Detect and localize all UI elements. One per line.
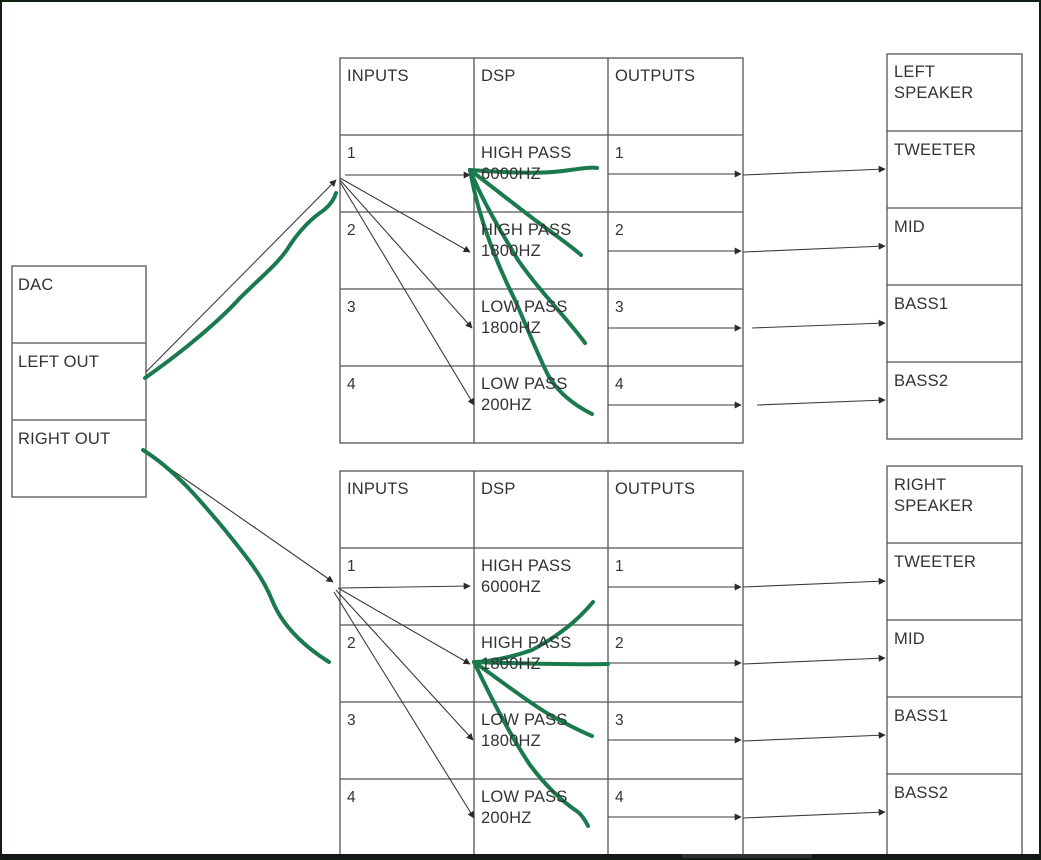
dsp2-header-inputs: INPUTS [347,480,409,498]
fanout-arrows-left [339,171,475,406]
speaker-arrows-left [742,165,886,406]
dsp2-input-1: 1 [347,558,356,575]
output-arrows-right [608,583,742,821]
speaker-arrows-right [742,577,886,819]
dsp2-input-2: 2 [347,635,356,652]
right-speaker-bass2: BASS2 [894,784,949,802]
dac-box [11,265,147,498]
dsp2-filter-4: LOW PASS 200HZ [481,788,568,827]
left-speaker-bass1: BASS1 [894,295,949,313]
dsp2-header-outputs: OUTPUTS [615,480,696,498]
dsp1-header-inputs: INPUTS [347,67,409,85]
dsp1-filter-1: HIGH PASS 6000HZ [481,144,572,183]
dsp1-output-2: 2 [615,222,624,239]
green-annotation-strokes [141,165,610,828]
dsp2-output-3: 3 [615,712,624,729]
right-speaker-box [886,465,1023,860]
dsp2-filter-2: HIGH PASS 1800HZ [481,634,572,673]
dsp1-input-1: 1 [347,145,356,162]
dsp1-header-dsp: DSP [481,67,516,85]
dsp1-filter-2: HIGH PASS 1800HZ [481,221,572,260]
dsp1-input-3: 3 [347,299,356,316]
right-speaker-tweeter: TWEETER [894,553,977,571]
right-speaker-title: RIGHT SPEAKER [894,476,974,515]
left-speaker-mid: MID [894,218,925,236]
output-arrows-left [608,170,742,409]
left-speaker-bass2: BASS2 [894,372,949,390]
right-speaker-bass1: BASS1 [894,707,949,725]
dsp2-filter-3: LOW PASS 1800HZ [481,711,568,750]
dsp2-output-4: 4 [615,789,624,806]
dsp2-input-3: 3 [347,712,356,729]
arrow-rightout-to-dsp2 [145,451,334,583]
dsp1-filter-4: LOW PASS 200HZ [481,375,568,414]
dsp2-output-2: 2 [615,635,624,652]
arrow-leftout-to-dsp1 [145,179,337,373]
dac-left-out: LEFT OUT [18,353,100,371]
dac-right-out: RIGHT OUT [18,430,111,448]
dsp1-output-3: 3 [615,299,624,316]
dsp2-input-4: 4 [347,789,356,806]
dsp1-input-4: 4 [347,376,356,393]
right-speaker-mid: MID [894,630,925,648]
dsp2-header-dsp: DSP [481,480,516,498]
dsp1-input-2: 2 [347,222,356,239]
dac-title: DAC [18,276,54,294]
dsp1-output-1: 1 [615,145,624,162]
left-speaker-title: LEFT SPEAKER [894,63,974,102]
dsp1-header-outputs: OUTPUTS [615,67,696,85]
dsp1-output-4: 4 [615,376,624,393]
bottom-bar [0,854,1041,860]
dsp2-filter-1: HIGH PASS 6000HZ [481,557,572,596]
left-speaker-box [886,53,1023,440]
fanout-arrows-right [333,582,475,819]
left-speaker-tweeter: TWEETER [894,141,977,159]
bottom-bar-highlight [682,854,812,860]
dsp1-filter-3: LOW PASS 1800HZ [481,298,568,337]
dsp2-output-1: 1 [615,558,624,575]
dsp-table-right [339,470,744,860]
